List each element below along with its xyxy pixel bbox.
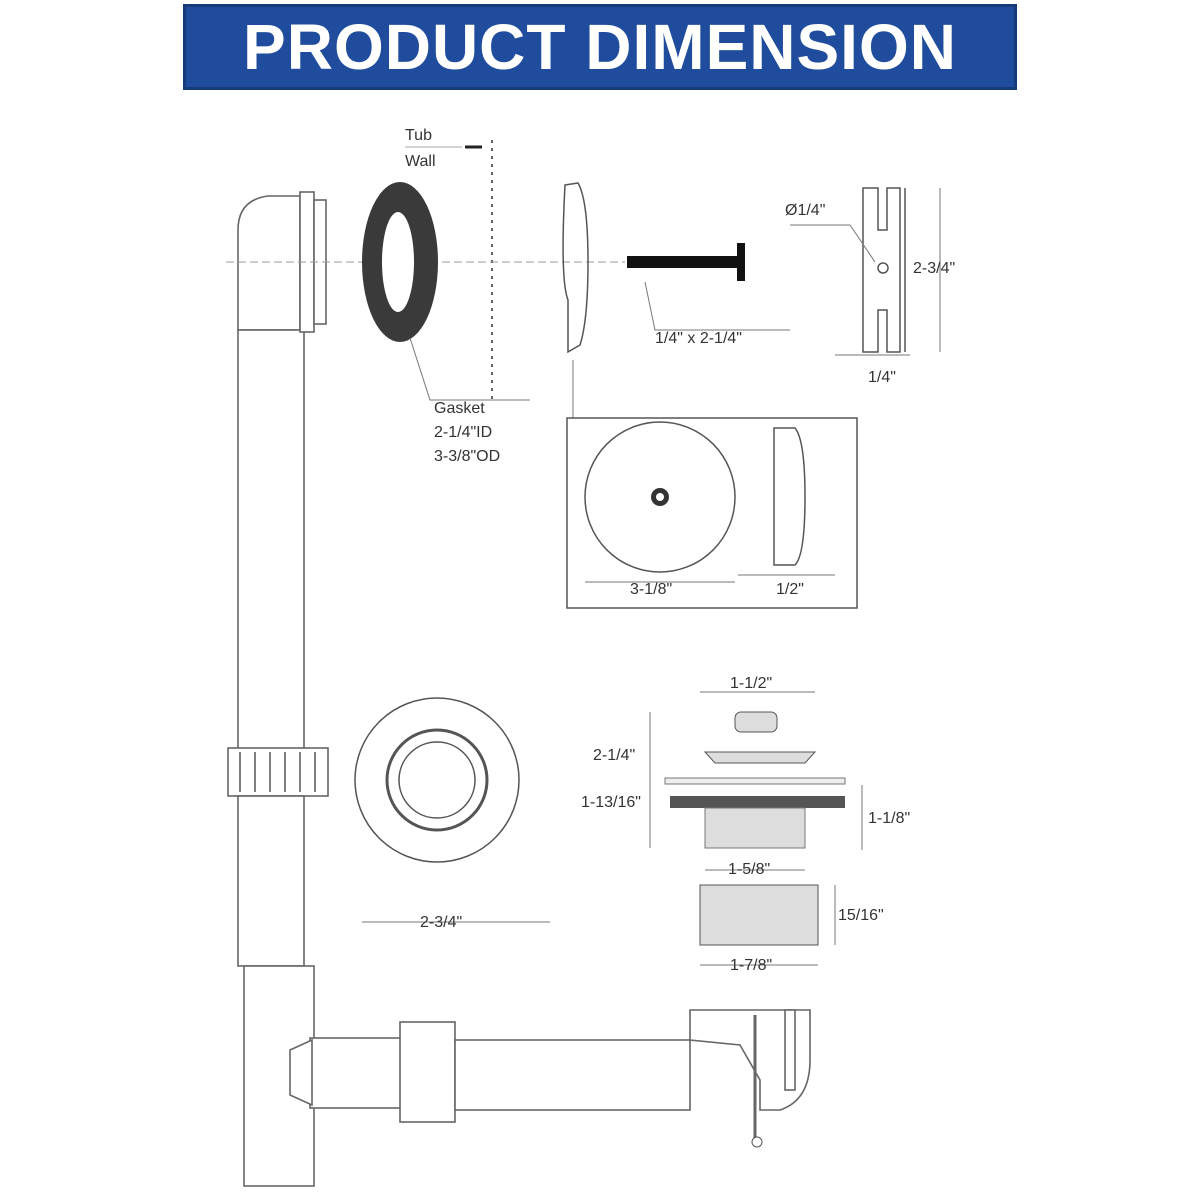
body-width: 1-5/8" — [728, 861, 770, 878]
nut-height: 15/16" — [838, 907, 884, 924]
screw-size: 1/4" x 2-1/4" — [655, 330, 742, 347]
gasket-od: 3-3/8"OD — [434, 448, 500, 465]
stopper — [664, 711, 846, 946]
faceplate-depth: 1/2" — [776, 581, 804, 598]
shoe-pipe — [289, 1009, 811, 1148]
nut-width: 1-7/8" — [730, 957, 772, 974]
faceplate-front — [584, 421, 736, 573]
faceplate-diameter: 3-1/8" — [630, 581, 672, 598]
drain-flange — [354, 697, 520, 863]
gasket-id: 2-1/4"ID — [434, 424, 492, 441]
flange-diameter: 2-3/4" — [420, 914, 462, 931]
screw — [627, 256, 737, 268]
gasket — [362, 182, 438, 342]
stopper-top-width: 1-1/2" — [730, 675, 772, 692]
hole-diameter: Ø1/4" — [785, 202, 825, 219]
body-height: 1-1/8" — [868, 810, 910, 827]
plate-height: 2-3/4" — [913, 260, 955, 277]
stopper-height: 2-1/4" — [593, 747, 635, 764]
faceplate-side — [562, 182, 589, 354]
title-banner: PRODUCT DIMENSION — [183, 4, 1017, 90]
stopper-flange: 1-13/16" — [581, 794, 641, 811]
gasket-label: Gasket — [434, 400, 485, 417]
overflow-pipe — [227, 191, 329, 1187]
title: PRODUCT DIMENSION — [243, 11, 957, 83]
wall-label: Wall — [405, 153, 436, 170]
mounting-plate — [862, 187, 906, 353]
plate-slot: 1/4" — [868, 369, 896, 386]
faceplate-detail-box — [566, 417, 858, 609]
tub-label: Tub — [405, 127, 432, 144]
